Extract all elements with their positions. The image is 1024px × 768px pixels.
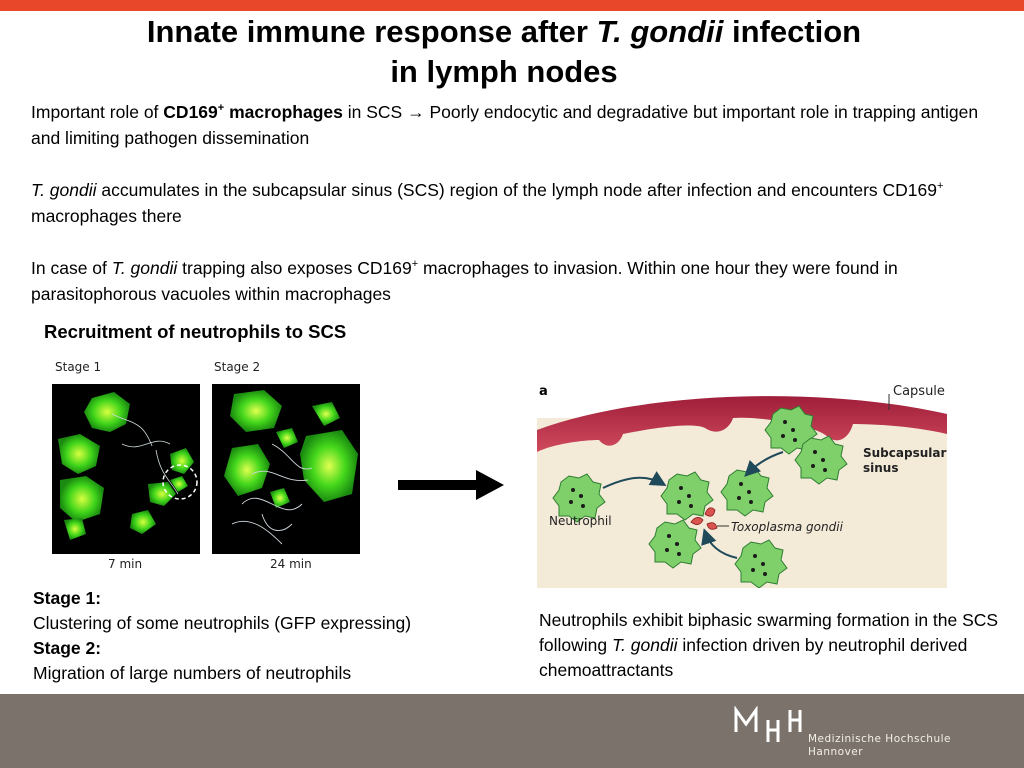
stage1-image-label: Stage 1 [55,360,102,374]
slide-title: Innate immune response after T. gondii i… [0,12,1008,92]
swarming-caption: Neutrophils exhibit biphasic swarming fo… [539,610,999,680]
stage2-heading: Stage 2: [33,638,102,658]
stage2-image-label: Stage 2 [214,360,261,374]
paragraph-scs-accumulation: T. gondii accumulates in the subcapsular… [31,180,944,226]
stage1-description: Clustering of some neutrophils (GFP expr… [33,613,412,633]
section-subheading: Recruitment of neutrophils to SCS [44,321,347,342]
title-line-1: Innate immune response after T. gondii i… [146,14,862,49]
microscopy-figure: Stage 1 Stage 2 [50,360,370,575]
stage1-heading: Stage 1: [33,588,102,608]
stage2-microscopy-image [212,384,360,554]
neutrophil-label: Neutrophil [549,514,612,528]
stage1-time-label: 7 min [108,557,143,571]
paragraph-cd169-role: Important role of CD169+ macrophages in … [31,102,979,148]
right-arrow-icon: → [407,102,425,122]
footer-bar [0,694,1024,768]
toxoplasma-label: Toxoplasma gondii [731,520,843,534]
stages-caption: Stage 1: Clustering of some neutrophils … [33,586,411,686]
capsule-label: Capsule [893,384,945,399]
paragraph-invasion: In case of T. gondii trapping also expos… [31,258,898,304]
stage2-description: Migration of large numbers of neutrophil… [33,663,352,683]
neutrophil-cell [552,473,606,523]
mhh-logo-icon [734,706,802,742]
scs-schematic-diagram: a Capsule Subcapsular sinus Neutrophil T… [533,378,953,588]
subcapsular-sinus-label: Subcapsular sinus [863,446,947,475]
toxoplasma-parasite [690,507,718,530]
title-line-2: in lymph nodes [390,54,618,89]
top-accent-bar [0,0,1024,11]
right-arrow-icon [398,470,504,500]
stage1-microscopy-image [52,384,200,554]
institution-name: Medizinische Hochschule Hannover [808,733,951,758]
panel-letter: a [539,384,548,399]
stage2-time-label: 24 min [270,557,312,571]
